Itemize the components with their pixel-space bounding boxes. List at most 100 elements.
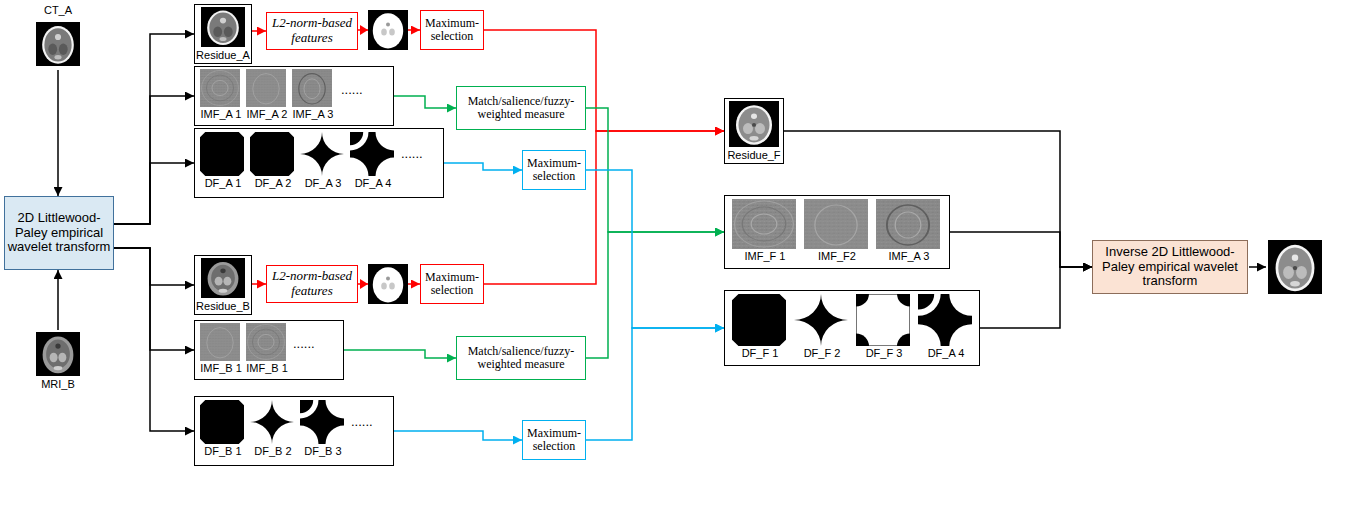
node-label: IMF_A 1 [198, 108, 244, 121]
node-label: IMF_F2 [802, 250, 872, 263]
node-label: Maximum-selection [525, 157, 583, 184]
imf-group: ...... IMF_A 1IMF_A 2IMF_A 3 [194, 66, 394, 126]
selection-box: Maximum-selection [522, 420, 586, 460]
mri-scan-image [36, 332, 80, 376]
node-label: DF_B 3 [298, 445, 348, 458]
measure-box: Match/salience/fuzzy-weighted measure [456, 86, 586, 130]
connector [980, 267, 1092, 328]
imf-image: IMF_A 3 [290, 68, 336, 124]
node-label: Residue_A [195, 49, 251, 62]
node-label: DF_A 3 [298, 177, 348, 190]
imf-image: IMF_F 1 [730, 198, 800, 266]
node-label: Maximum-selection [423, 17, 481, 44]
filter-image: DF_A 3 [298, 131, 348, 193]
connector [114, 248, 194, 285]
residue-box: Residue_B [194, 255, 252, 315]
selection-box: Maximum-selection [522, 150, 586, 190]
node-label: Match/salience/fuzzy-weighted measure [459, 95, 583, 122]
feature-map-image [368, 264, 408, 304]
residue-image [729, 101, 779, 147]
imf-image: IMF_B 1 [198, 322, 244, 378]
node-label: L2-norm-based features [269, 269, 355, 298]
imf-image [876, 199, 940, 249]
filter-image: DF_A 4 [348, 131, 398, 193]
feature-box: L2-norm-based features [266, 265, 358, 303]
ellipsis-label: ...... [341, 83, 363, 98]
filter-image: DF_B 2 [248, 399, 298, 461]
connector [394, 96, 456, 108]
node-label: Match/salience/fuzzy-weighted measure [459, 345, 583, 372]
connector [484, 131, 724, 284]
imf-image: IMF_F2 [802, 198, 872, 266]
connector [57, 70, 59, 196]
filter-image [843, 282, 923, 359]
connector [394, 431, 522, 440]
node-label: DF_A 4 [916, 347, 976, 360]
filter-group: DF_F 1DF_F 2DF_F 3DF_A 4 [724, 290, 980, 366]
node-label: IMF_A 3 [290, 108, 336, 121]
node-label: CT_A [34, 4, 82, 17]
node-label: IMF_A 3 [874, 250, 944, 263]
residue-box: Residue_F [724, 98, 784, 164]
imf-group: ......IMF_B 1IMF_B 1 [194, 320, 344, 380]
imf-image [804, 199, 868, 249]
filter-image: DF_B 1 [198, 399, 248, 461]
transform-box: Inverse 2D Littlewood-Paley empirical wa… [1092, 240, 1248, 294]
measure-box: Match/salience/fuzzy-weighted measure [456, 336, 586, 380]
node-label: DF_F 1 [730, 347, 790, 360]
imf-image [200, 323, 240, 361]
connector [950, 232, 1092, 267]
filter-image [250, 400, 294, 444]
ellipsis-label: ...... [351, 415, 373, 430]
imf-image: IMF_A 3 [874, 198, 944, 266]
node-label: Residue_B [195, 300, 251, 313]
fused-image [1268, 240, 1322, 294]
node-label: DF_A 4 [348, 177, 398, 190]
connector [114, 248, 194, 431]
filter-group: ...... DF_B 1DF_B 2DF_B 3 [194, 396, 394, 466]
source-image: MRI_B [31, 330, 85, 394]
connector [586, 170, 724, 328]
node-label: DF_B 1 [198, 445, 248, 458]
residue-image [201, 7, 245, 47]
connector [57, 270, 59, 330]
filter-image: DF_A 2 [248, 131, 298, 193]
filter-image [200, 132, 244, 176]
imf-image [246, 323, 286, 361]
node-label: DF_F 3 [854, 347, 914, 360]
filter-image [200, 400, 244, 444]
imf-image: IMF_A 2 [244, 68, 290, 124]
filter-image: DF_F 2 [792, 293, 852, 363]
ct-scan-image [36, 22, 80, 66]
connector [252, 30, 266, 32]
filter-image [250, 132, 294, 176]
filter-group: ......DF_A 1DF_A 2DF_A 3DF_A 4 [194, 128, 444, 198]
imf-group: IMF_F 1IMF_F2IMF_A 3 [724, 195, 950, 269]
filter-image: DF_A 4 [916, 293, 976, 363]
node-label: L2-norm-based features [269, 16, 355, 45]
node-label: MRI_B [31, 378, 85, 391]
filter-image [794, 294, 848, 346]
feature-map-image [368, 10, 408, 50]
filter-image: DF_F 1 [730, 293, 790, 363]
selection-box: Maximum-selection [420, 264, 484, 304]
connector [114, 34, 194, 224]
node-label: IMF_B 1 [198, 362, 244, 375]
output-arrow [1249, 266, 1266, 268]
source-image: CT_A [34, 4, 82, 70]
node-label: Maximum-selection [525, 427, 583, 454]
node-label: Inverse 2D Littlewood-Paley empirical wa… [1095, 245, 1245, 289]
connector [344, 350, 456, 358]
connector [586, 232, 724, 358]
node-label: IMF_A 2 [244, 108, 290, 121]
filter-image [282, 382, 363, 463]
imf-image: IMF_B 1 [244, 322, 290, 378]
connector [252, 283, 266, 285]
connector [784, 131, 1092, 267]
connector [586, 328, 724, 440]
node-label: IMF_F 1 [730, 250, 800, 263]
node-label: DF_A 1 [198, 177, 248, 190]
imf-image [732, 199, 796, 249]
